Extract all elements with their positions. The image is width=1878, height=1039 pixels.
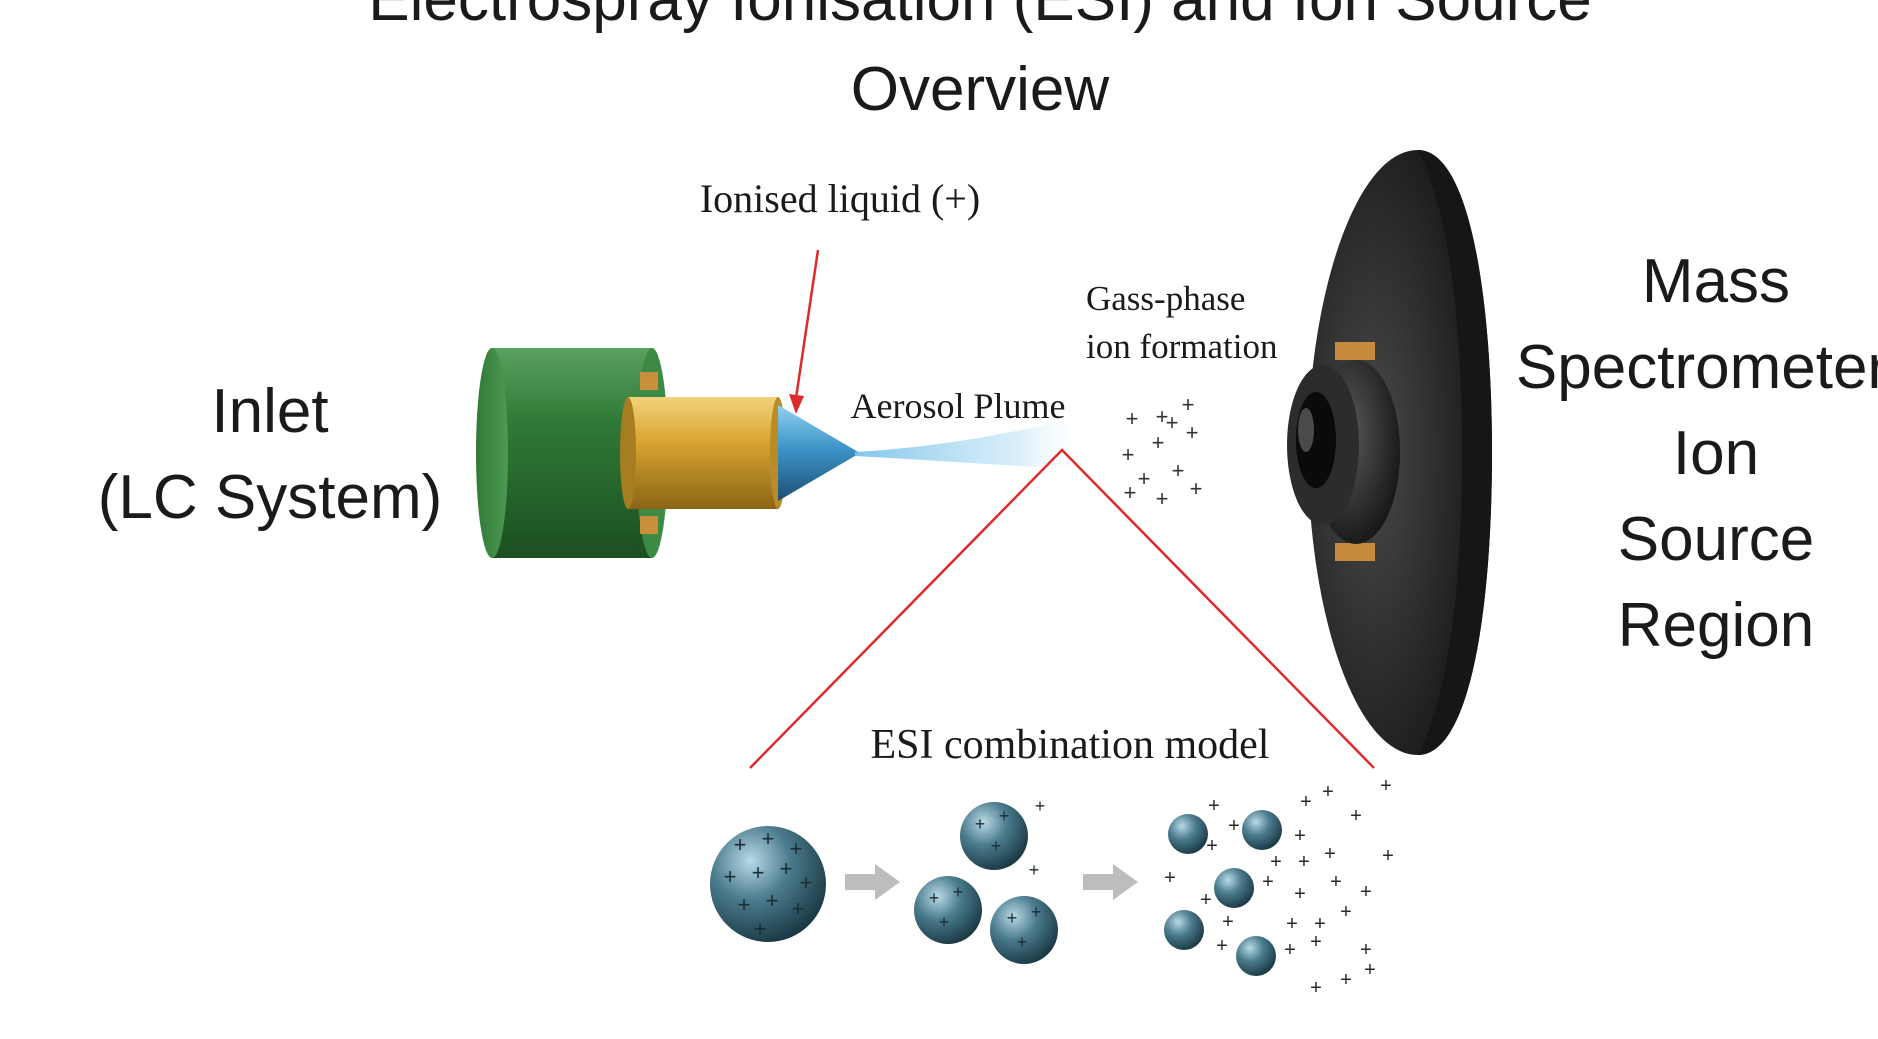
ion-plus-sign: + xyxy=(1360,939,1372,961)
ion-plus-sign: + xyxy=(991,836,1002,856)
ion-plus-sign: + xyxy=(1340,969,1352,991)
ion-plus-sign: + xyxy=(1017,932,1028,952)
nozzle-body xyxy=(620,397,786,509)
title-line-1: Electrospray Ionisation (ESI) and Ion So… xyxy=(368,0,1591,34)
ion-plus-sign: + xyxy=(1284,939,1296,961)
ion-plus-sign: + xyxy=(1035,796,1046,816)
ion-plus-sign: + xyxy=(939,912,950,932)
ion-plus-sign: + xyxy=(975,814,986,834)
ion-plus-sign: + xyxy=(1182,392,1195,417)
ion-plus-sign: + xyxy=(1322,781,1334,803)
inlet-label-line-1: Inlet xyxy=(211,377,328,446)
ion-plus-sign: + xyxy=(1298,851,1310,873)
ion-plus-sign: + xyxy=(1350,805,1362,827)
ion-plus-sign: + xyxy=(1166,410,1179,435)
ion-plus-sign: + xyxy=(1228,815,1240,837)
aerosol-plume-label: Aerosol Plume xyxy=(851,386,1066,426)
ion-plus-sign: + xyxy=(1380,775,1392,797)
gas-phase-ions: ++++++++++++ xyxy=(1122,392,1203,511)
nozzle-tip xyxy=(778,405,860,501)
mass-spec-label-line-3: Ion xyxy=(1673,419,1759,488)
mass-spec-label-line-4: Source xyxy=(1618,505,1814,574)
ion-plus-sign: + xyxy=(953,882,964,902)
ion-plus-sign: + xyxy=(1138,466,1151,491)
ion-plus-sign: + xyxy=(1122,442,1135,467)
ion-plus-sign: + xyxy=(752,860,765,885)
ion-plus-sign: + xyxy=(1286,913,1298,935)
ion-plus-sign: + xyxy=(1364,959,1376,981)
ion-plus-sign: + xyxy=(800,870,813,895)
mass-spec-label-line-2: Spectrometer xyxy=(1516,333,1878,402)
ion-plus-sign: + xyxy=(1126,406,1139,431)
ion-plus-sign: + xyxy=(1031,902,1042,922)
ion-plus-sign: + xyxy=(1294,825,1306,847)
stage-3-gas-phase-ions: +++++++++++++++++++++++++++++ xyxy=(1164,775,1394,999)
ion-plus-sign: + xyxy=(1270,851,1282,873)
ion-plus-sign: + xyxy=(1124,480,1137,505)
ion-plus-sign: + xyxy=(1200,889,1212,911)
ion-plus-sign: + xyxy=(999,806,1010,826)
ion-plus-sign: + xyxy=(1382,845,1394,867)
ion-plus-sign: + xyxy=(1314,913,1326,935)
ion-plus-sign: + xyxy=(724,864,737,889)
ion-plus-sign: + xyxy=(1324,843,1336,865)
ion-plus-sign: + xyxy=(1360,881,1372,903)
ion-plus-sign: + xyxy=(754,916,767,941)
stage-1-large-droplet: +++++++++++ xyxy=(710,826,826,942)
inlet-label-line-2: (LC System) xyxy=(98,463,442,532)
ion-plus-sign: + xyxy=(762,826,775,851)
ion-plus-sign: + xyxy=(1310,977,1322,999)
gray-right-arrow-icon xyxy=(845,864,900,900)
ion-plus-sign: + xyxy=(1300,791,1312,813)
ion-plus-sign: + xyxy=(1310,931,1322,953)
ion-plus-sign: + xyxy=(1340,901,1352,923)
mass-spectrometer-cone xyxy=(1287,150,1492,755)
ion-plus-sign: + xyxy=(790,836,803,861)
ion-plus-sign: + xyxy=(1190,476,1203,501)
ion-plus-sign: + xyxy=(780,856,793,881)
ion-plus-sign: + xyxy=(734,832,747,857)
ion-plus-sign: + xyxy=(1156,486,1169,511)
esi-model-label: ESI combination model xyxy=(871,722,1270,768)
ion-plus-sign: + xyxy=(1216,935,1228,957)
ionised-liquid-label: Ionised liquid (+) xyxy=(700,176,980,221)
ion-plus-sign: + xyxy=(1007,908,1018,928)
ion-plus-sign: + xyxy=(1206,835,1218,857)
ion-plus-sign: + xyxy=(1262,871,1274,893)
ion-plus-sign: + xyxy=(1152,430,1165,455)
ion-plus-sign: + xyxy=(1172,458,1185,483)
title-line-2: Overview xyxy=(851,55,1110,124)
ion-plus-sign: + xyxy=(1029,860,1040,880)
ion-plus-sign: + xyxy=(1208,795,1220,817)
ion-plus-sign: + xyxy=(929,888,940,908)
ion-plus-sign: + xyxy=(1156,404,1169,429)
stage-2-split-droplets: +++++++++++ xyxy=(914,796,1058,964)
gray-right-arrow-icon xyxy=(1083,864,1138,900)
ion-plus-sign: + xyxy=(766,888,779,913)
ion-plus-sign: + xyxy=(792,896,805,921)
gas-phase-label-line-1: Gass-phase xyxy=(1086,279,1245,318)
ion-plus-sign: + xyxy=(738,892,751,917)
ion-plus-sign: + xyxy=(1330,871,1342,893)
gas-phase-label-line-2: ion formation xyxy=(1086,327,1278,366)
ion-plus-sign: + xyxy=(1294,883,1306,905)
ion-plus-sign: + xyxy=(1186,420,1199,445)
ion-plus-sign: + xyxy=(1164,867,1176,889)
aerosol-plume xyxy=(855,420,1080,470)
red-arrow-icon xyxy=(789,249,820,414)
mass-spec-label-line-1: Mass xyxy=(1642,247,1790,316)
ion-plus-sign: + xyxy=(1222,911,1234,933)
zoom-callout-lines xyxy=(749,448,1375,769)
mass-spec-label-line-5: Region xyxy=(1618,591,1814,660)
